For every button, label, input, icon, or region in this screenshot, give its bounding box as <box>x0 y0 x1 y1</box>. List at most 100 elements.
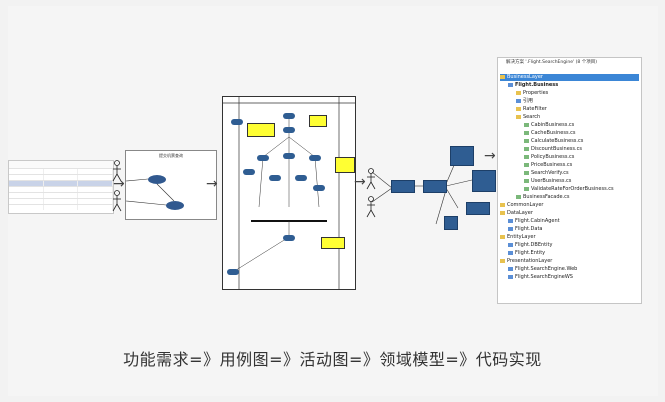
arrow-icon: → <box>484 148 496 164</box>
yellow-note <box>309 115 327 127</box>
activity-node <box>309 155 321 161</box>
tree-item[interactable]: Flight.CabinAgent <box>508 218 560 225</box>
tree-item[interactable]: PriceBusiness.cs <box>524 162 572 169</box>
folder-icon <box>516 114 521 119</box>
arrow-icon: → <box>206 176 218 192</box>
tree-item[interactable]: SearchVerify.cs <box>524 170 569 177</box>
activity-diagram <box>222 96 356 290</box>
activity-node <box>283 113 295 119</box>
cs-file-icon <box>524 138 529 143</box>
actor-icon <box>112 160 122 182</box>
folder-icon <box>500 74 505 79</box>
project-icon <box>508 242 513 247</box>
domain-class-box <box>466 202 490 215</box>
tree-item[interactable]: Flight.Business <box>508 82 558 89</box>
project-icon <box>508 226 513 231</box>
yellow-note <box>247 123 275 137</box>
properties-icon <box>516 90 521 95</box>
activity-node <box>283 153 295 159</box>
folder-icon <box>500 258 505 263</box>
cs-file-icon <box>516 194 521 199</box>
actor-icon <box>366 196 376 218</box>
solution-title: 解决方案 '.Flight.SearchEngine' (8 个项目) <box>506 60 597 65</box>
project-icon <box>508 250 513 255</box>
activity-node <box>227 269 239 275</box>
cs-file-icon <box>524 154 529 159</box>
cs-file-icon <box>524 162 529 167</box>
folder-icon <box>500 210 505 215</box>
table-row <box>9 192 114 198</box>
use-case-diagram: 提交机票查询 <box>125 150 217 220</box>
tree-item[interactable]: DiscountBusiness.cs <box>524 146 582 153</box>
tree-item[interactable]: CacheBusiness.cs <box>524 130 576 137</box>
tree-item[interactable]: CabinBusiness.cs <box>524 122 574 129</box>
domain-class-box <box>444 216 458 230</box>
tree-item[interactable]: PresentationLayer <box>500 258 552 265</box>
tree-item[interactable]: Flight.SearchEngineWS <box>508 274 573 281</box>
cs-file-icon <box>524 130 529 135</box>
project-icon <box>508 218 513 223</box>
tree-item[interactable]: BusinessFacade.cs <box>516 194 570 201</box>
domain-class-box <box>391 180 415 193</box>
activity-node <box>295 175 307 181</box>
yellow-note <box>321 237 345 249</box>
folder-icon <box>500 234 505 239</box>
activity-node <box>283 235 295 241</box>
activity-node <box>243 169 255 175</box>
tree-item[interactable]: UserBusiness.cs <box>524 178 571 185</box>
tree-item[interactable]: EntityLayer <box>500 234 536 241</box>
domain-class-box <box>450 146 474 166</box>
folder-icon <box>500 202 505 207</box>
activity-flow-lines <box>223 97 355 289</box>
tree-item[interactable]: CommonLayer <box>500 202 543 209</box>
table-row <box>9 168 114 174</box>
domain-class-box <box>423 180 447 193</box>
use-case-title: 提交机票查询 <box>159 153 183 158</box>
cs-file-icon <box>524 122 529 127</box>
activity-node <box>313 185 325 191</box>
cs-file-icon <box>524 178 529 183</box>
yellow-note <box>335 157 355 173</box>
tree-item[interactable]: Flight.DBEntity <box>508 242 552 249</box>
tree-item[interactable]: CalculateBusiness.cs <box>524 138 583 145</box>
project-icon <box>508 266 513 271</box>
tree-item[interactable]: DataLayer <box>500 210 533 217</box>
tree-item[interactable]: Flight.Entity <box>508 250 545 257</box>
cs-file-icon <box>524 170 529 175</box>
tree-item[interactable]: BusinessLayer <box>500 74 639 81</box>
tree-item[interactable]: Properties <box>516 90 548 97</box>
requirements-table <box>8 160 114 214</box>
table-row <box>9 204 114 210</box>
cs-file-icon <box>524 146 529 151</box>
requirements-table-header <box>9 161 113 168</box>
project-icon <box>508 274 513 279</box>
actor-icon <box>112 190 122 212</box>
arrow-icon: → <box>354 174 366 190</box>
activity-node <box>269 175 281 181</box>
references-icon <box>516 98 521 103</box>
tree-item[interactable]: Search <box>516 114 540 121</box>
tree-item[interactable]: RateFilter <box>516 106 547 113</box>
solution-explorer: 解决方案 '.Flight.SearchEngine' (8 个项目) Busi… <box>497 57 642 304</box>
domain-class-box <box>472 170 496 192</box>
activity-node <box>231 119 243 125</box>
table-row <box>9 198 114 204</box>
table-row <box>9 174 114 180</box>
cs-file-icon <box>524 186 529 191</box>
tree-item[interactable]: 引用 <box>516 98 533 105</box>
use-case-oval <box>166 201 184 210</box>
table-row <box>9 186 114 192</box>
tree-item[interactable]: PolicyBusiness.cs <box>524 154 574 161</box>
use-case-oval <box>148 175 166 184</box>
caption: 功能需求=》用例图=》活动图=》领域模型=》代码实现 <box>123 350 542 369</box>
actor-icon <box>366 168 376 190</box>
use-case-links <box>126 178 175 206</box>
tree-item[interactable]: Flight.SearchEngine.Web <box>508 266 577 273</box>
tree-item[interactable]: ValidateRateForOrderBusiness.cs <box>524 186 614 193</box>
tree-item[interactable]: Flight.Data <box>508 226 543 233</box>
activity-node <box>283 127 295 133</box>
table-row <box>9 180 114 186</box>
folder-icon <box>516 106 521 111</box>
arrow-icon: → <box>113 176 125 192</box>
activity-node <box>257 155 269 161</box>
